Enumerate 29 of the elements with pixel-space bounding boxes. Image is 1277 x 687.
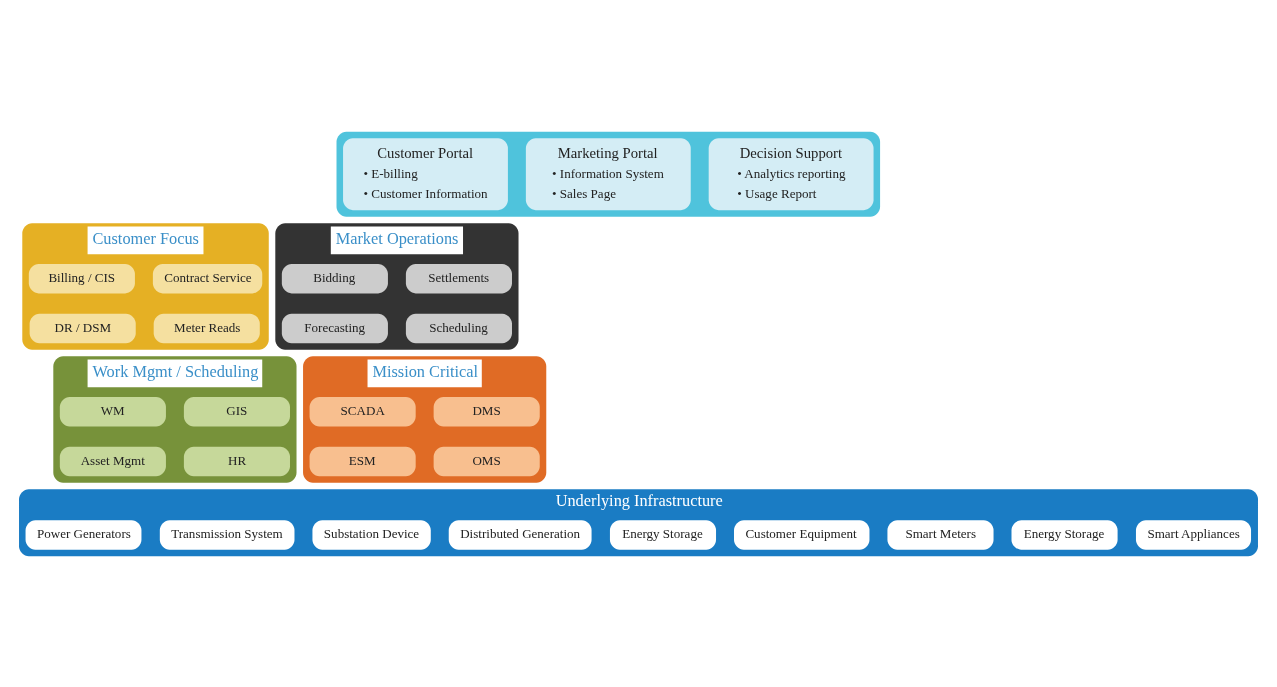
node-box: Forecasting <box>281 313 388 343</box>
node-box: SCADA <box>309 396 416 426</box>
node-box: Bidding <box>281 263 388 293</box>
node-box: Substation Device <box>312 519 431 550</box>
node-box: Customer Portal • E-billing • Customer Information <box>343 137 508 210</box>
node-box: Customer Equipment <box>734 519 870 550</box>
node-box: Transmission System <box>159 519 295 550</box>
node-box: DR / DSM <box>29 313 136 343</box>
node-box: Settlements <box>405 263 512 293</box>
node-box: Contract Service <box>152 263 263 293</box>
node-box: WM <box>59 396 166 426</box>
node-box: Power Generators <box>25 519 142 550</box>
node-box: Marketing Portal • Information System • Sales Page <box>525 137 691 210</box>
node-box: GIS <box>183 396 290 426</box>
node-box: Asset Mgmt <box>59 446 166 476</box>
node-box: Decision Support • Analytics reporting • Usage Report <box>708 137 874 210</box>
node-box: Meter Reads <box>153 313 260 343</box>
node-box: Smart Meters <box>887 519 994 550</box>
node-box: Scheduling <box>405 313 512 343</box>
node-box: ESM <box>309 446 416 476</box>
node-box: HR <box>183 446 290 476</box>
cluster <box>336 131 881 217</box>
node-box: Billing / CIS <box>28 263 135 293</box>
node-box: Distributed Generation <box>448 519 592 550</box>
node-box: DMS <box>433 396 540 426</box>
node-box: OMS <box>433 446 540 476</box>
node-box: Energy Storage <box>1011 519 1118 550</box>
node-box: Energy Storage <box>609 519 717 550</box>
node-box: Smart Appliances <box>1135 519 1252 550</box>
